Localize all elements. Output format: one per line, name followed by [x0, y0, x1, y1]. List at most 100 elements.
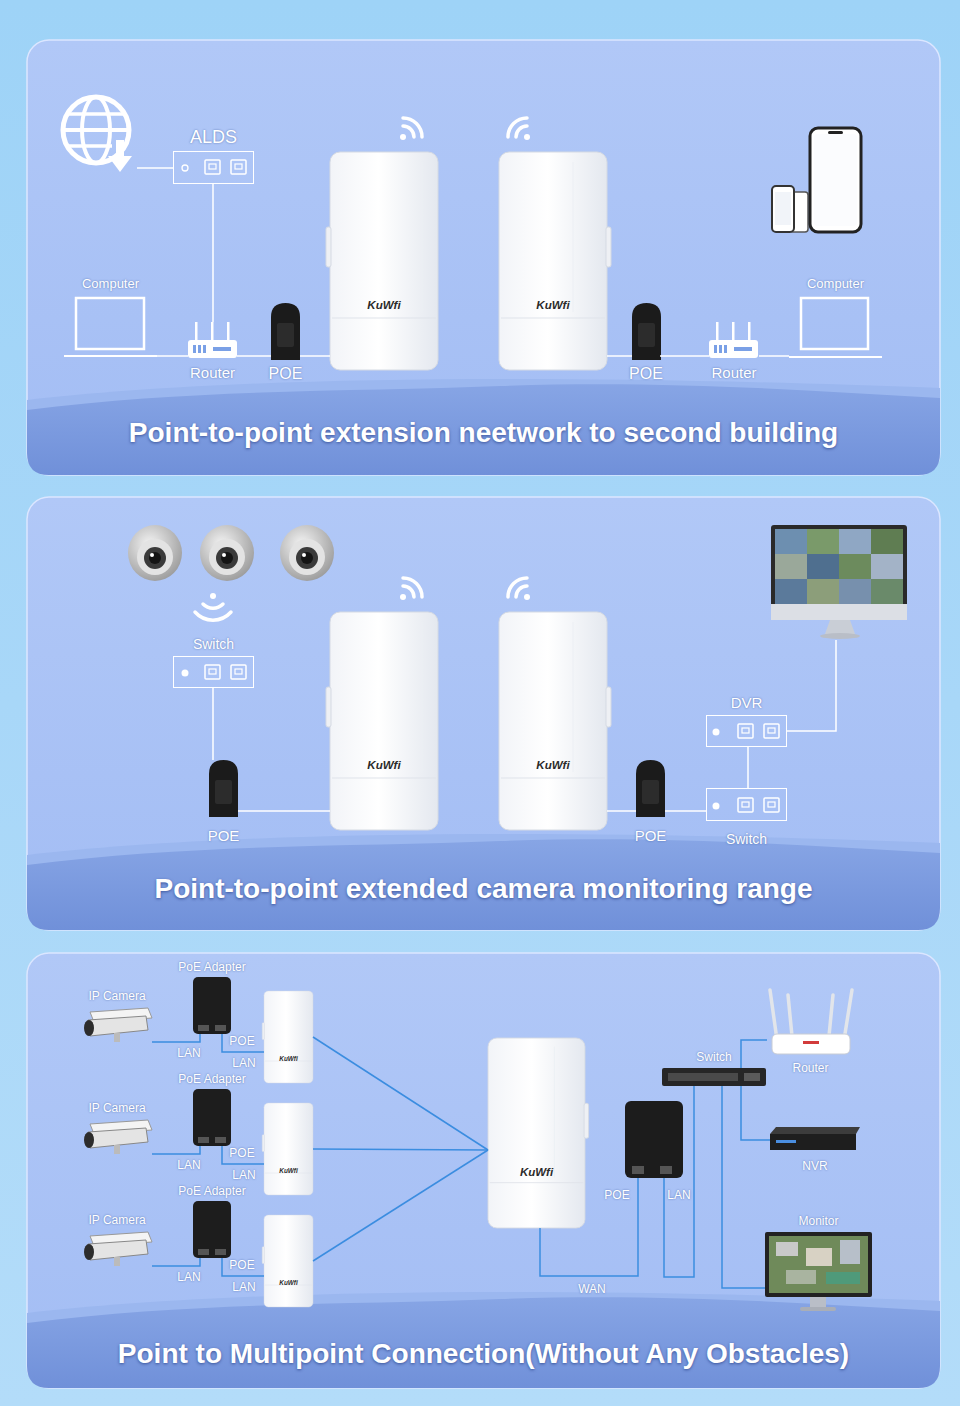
monitor-stand	[825, 620, 855, 634]
port-label: POE	[604, 1189, 629, 1203]
ip-camera: IP Camera	[82, 1008, 152, 1043]
feed-tile	[839, 579, 871, 604]
poe-adapter: PoE Adapter	[193, 1089, 231, 1146]
panel	[27, 40, 940, 475]
screen	[76, 298, 144, 349]
switch-box: Switch	[173, 656, 254, 688]
brand-text: KuWfi	[330, 299, 438, 312]
poe-shape	[632, 303, 661, 360]
adapter-shape	[193, 1201, 231, 1258]
wifi-symbol	[400, 578, 422, 600]
antenna	[788, 995, 792, 1036]
monitor-icon	[765, 1232, 872, 1311]
port-label: LAN	[177, 1047, 200, 1061]
nvr-led	[776, 1140, 796, 1143]
node-label: IP Camera	[88, 1102, 145, 1116]
bridge-unit: KuWfi	[264, 1215, 313, 1307]
port-label: LAN	[177, 1271, 200, 1285]
wire	[787, 640, 836, 731]
phone-notch	[828, 131, 843, 134]
switch-icons	[713, 798, 780, 812]
ip-camera: IP Camera	[82, 1232, 152, 1267]
power-led	[182, 165, 188, 171]
arrow-shaft	[116, 140, 124, 158]
node-label: Computer	[82, 277, 139, 292]
connector-line	[313, 1149, 488, 1150]
connector-line	[660, 355, 709, 357]
base	[64, 355, 157, 357]
node-label: Router	[711, 364, 756, 381]
wifi-symbol	[508, 118, 530, 140]
phones	[772, 128, 861, 232]
monitor-chin	[771, 604, 907, 620]
monitor-stand	[810, 1297, 826, 1307]
bridge-unit-shape	[499, 612, 611, 830]
poe-adapter: PoE Adapter	[193, 977, 231, 1034]
connector-line	[157, 355, 188, 357]
band-wave	[27, 379, 940, 475]
brand-text: KuWfi	[488, 1166, 585, 1179]
switch-ports	[668, 1073, 738, 1081]
dvr-box: DVR	[706, 715, 787, 747]
feed-tile	[775, 529, 807, 554]
arrow-head	[108, 156, 132, 172]
title-band: Point-to-point extension neetwork to sec…	[27, 392, 940, 475]
feed-tile	[839, 529, 871, 554]
poe-adapter: PoE Adapter	[193, 1201, 231, 1258]
wave-front	[27, 384, 940, 475]
connector-line	[222, 1258, 264, 1276]
injector-port	[660, 1166, 672, 1174]
connector-line	[152, 1146, 200, 1154]
connector-line	[238, 810, 330, 812]
panel	[27, 497, 940, 930]
connector-line	[237, 355, 271, 357]
bridge-unit-shape	[499, 152, 611, 370]
bridge-unit-shape	[262, 1103, 313, 1195]
connector-line	[300, 355, 330, 357]
node-label: IP Camera	[88, 990, 145, 1004]
node-label: POE	[635, 827, 667, 844]
nvr-device: NVR	[770, 1127, 860, 1152]
bridge-unit-shape	[262, 1215, 313, 1307]
connector-line	[222, 1146, 264, 1164]
router-shape	[709, 322, 758, 358]
aerial-view	[769, 1236, 868, 1293]
node-label: IP Camera	[88, 1214, 145, 1228]
poe-shape	[209, 760, 238, 817]
adapter-shape	[193, 977, 231, 1034]
nvr-top	[770, 1127, 860, 1134]
feed-tile	[807, 529, 839, 554]
wire	[540, 1178, 638, 1276]
router-logo	[803, 1041, 819, 1044]
port-icons	[205, 160, 246, 174]
dome-camera	[128, 525, 182, 581]
connector-line	[741, 1040, 767, 1068]
switch-uplink	[744, 1073, 760, 1081]
power-led	[713, 803, 720, 810]
phone	[810, 128, 861, 232]
screen	[801, 298, 868, 349]
router-icon: Router	[767, 988, 854, 1056]
bridge-unit-shape	[326, 152, 438, 370]
bridge-unit: KuWfi	[499, 152, 607, 370]
antenna	[829, 995, 833, 1036]
router-icon: Router	[188, 322, 237, 358]
switch-box: Switch	[706, 788, 787, 821]
bridge-unit: KuWfi	[264, 991, 313, 1083]
brand-text: KuWfi	[499, 299, 607, 312]
connector-line	[741, 1086, 770, 1140]
antenna	[844, 990, 852, 1040]
dvr-icons	[713, 724, 780, 738]
dome-camera	[280, 525, 334, 581]
globe-equator	[63, 128, 129, 132]
node-label: Monitor	[798, 1215, 838, 1229]
title-band: Point-to-point extended camera monitorin…	[27, 848, 940, 930]
band-title: Point-to-point extended camera monitorin…	[154, 873, 812, 905]
monitor-frame	[771, 525, 907, 620]
connector-line	[313, 1037, 488, 1150]
nvr-front	[770, 1134, 856, 1150]
globe-line	[68, 144, 112, 148]
node-label: ALDS	[190, 127, 237, 148]
node-label: Router	[190, 364, 235, 381]
